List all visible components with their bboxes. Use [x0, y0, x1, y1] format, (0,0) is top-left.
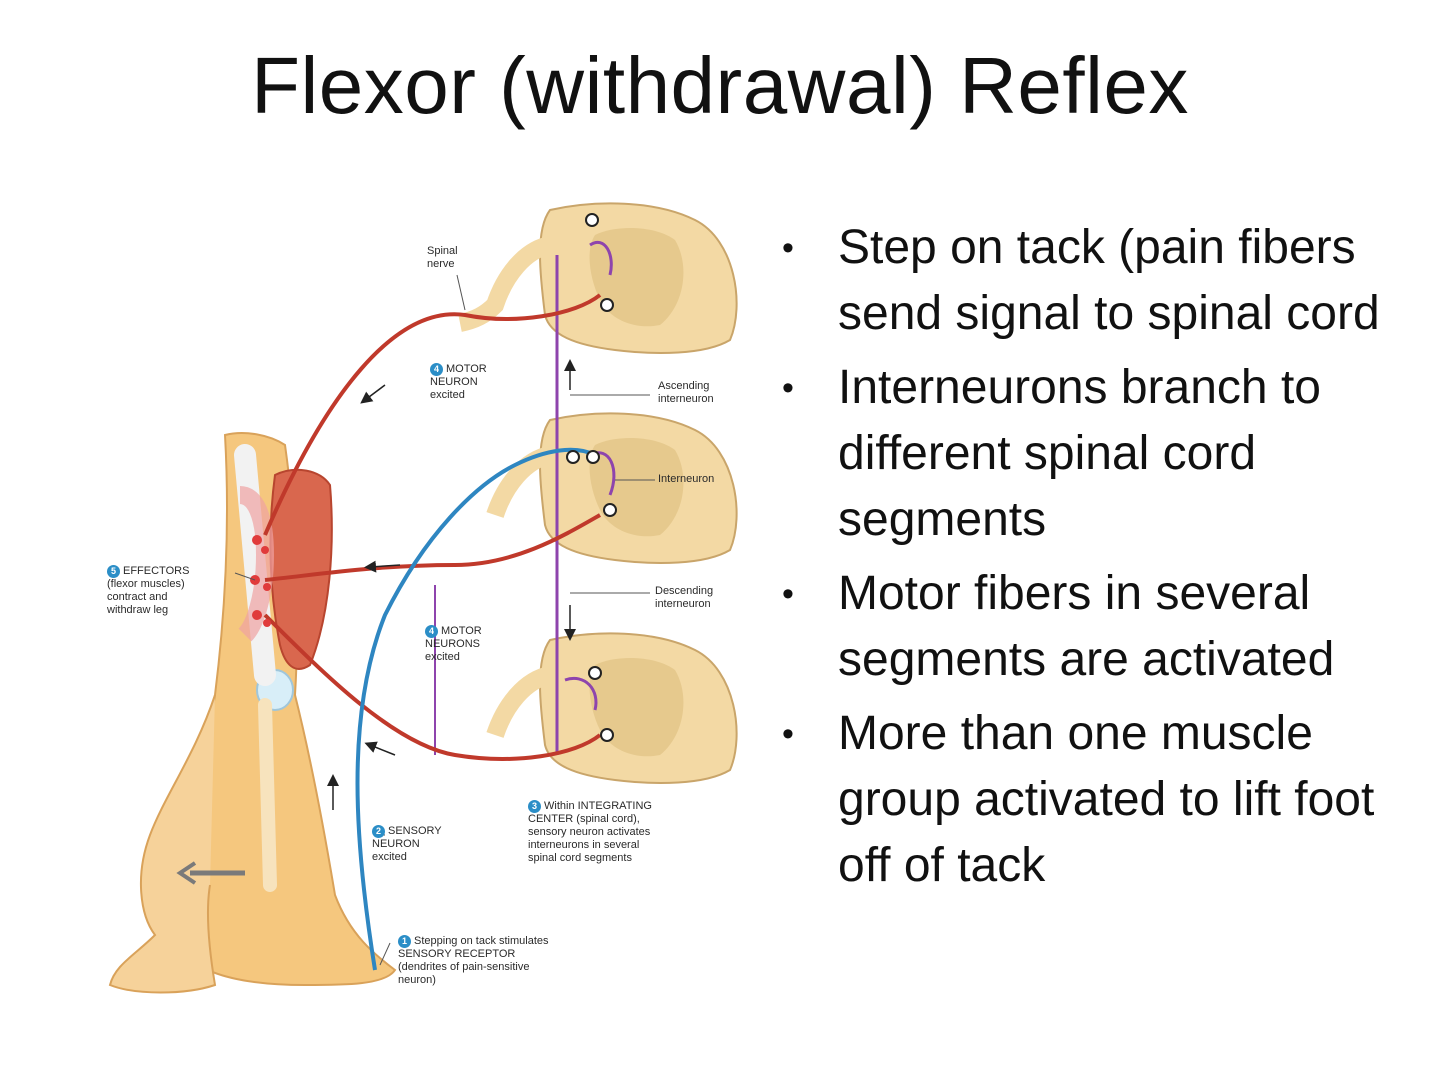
arrow-motor-middle [364, 560, 401, 573]
bullet-item: •Step on tack (pain fibers send signal t… [780, 215, 1420, 347]
sensory-neuron [355, 447, 596, 971]
leg-illustration [108, 432, 397, 994]
step-5-badge: 5 [107, 565, 120, 578]
reflex-illustration [108, 202, 738, 994]
bullet-item: •Interneurons branch to different spinal… [780, 355, 1420, 553]
neuron-cell-bodies [566, 213, 617, 742]
arrow-motor-top [360, 384, 386, 404]
motor-neuron-bottom [263, 613, 602, 761]
label-spinal-nerve: Spinal nerve [427, 245, 458, 270]
bullet-dot-icon: • [782, 369, 794, 407]
arrow-motor-bottom [364, 741, 396, 756]
step-1-badge: 1 [398, 935, 411, 948]
bullet-list: •Step on tack (pain fibers send signal t… [780, 215, 1420, 907]
step-3-badge: 3 [528, 800, 541, 813]
spinal-cord-section-middle [486, 412, 738, 564]
label-descending-interneuron: Descending interneuron [655, 585, 714, 610]
bullet-dot-icon: • [782, 715, 794, 753]
label-ascending-interneuron: Ascending interneuron [658, 380, 714, 405]
step-4-badge: 4 [430, 363, 443, 376]
step-4b-badge: 4 [425, 625, 438, 638]
bullet-item: •More than one muscle group activated to… [780, 701, 1420, 899]
step-2-badge: 2 [372, 825, 385, 838]
effector-endings [250, 535, 271, 627]
motor-neuron-top [263, 293, 602, 536]
slide-title: Flexor (withdrawal) Reflex [251, 41, 1189, 130]
label-interneuron: Interneuron [658, 473, 715, 485]
bullet-dot-icon: • [782, 229, 794, 267]
bullet-item: •Motor fibers in several segments are ac… [780, 561, 1420, 693]
spinal-cord-section-top [458, 202, 738, 354]
motor-neuron-middle [264, 513, 601, 582]
spinal-cord-section-bottom [486, 632, 738, 784]
bullet-dot-icon: • [782, 575, 794, 613]
